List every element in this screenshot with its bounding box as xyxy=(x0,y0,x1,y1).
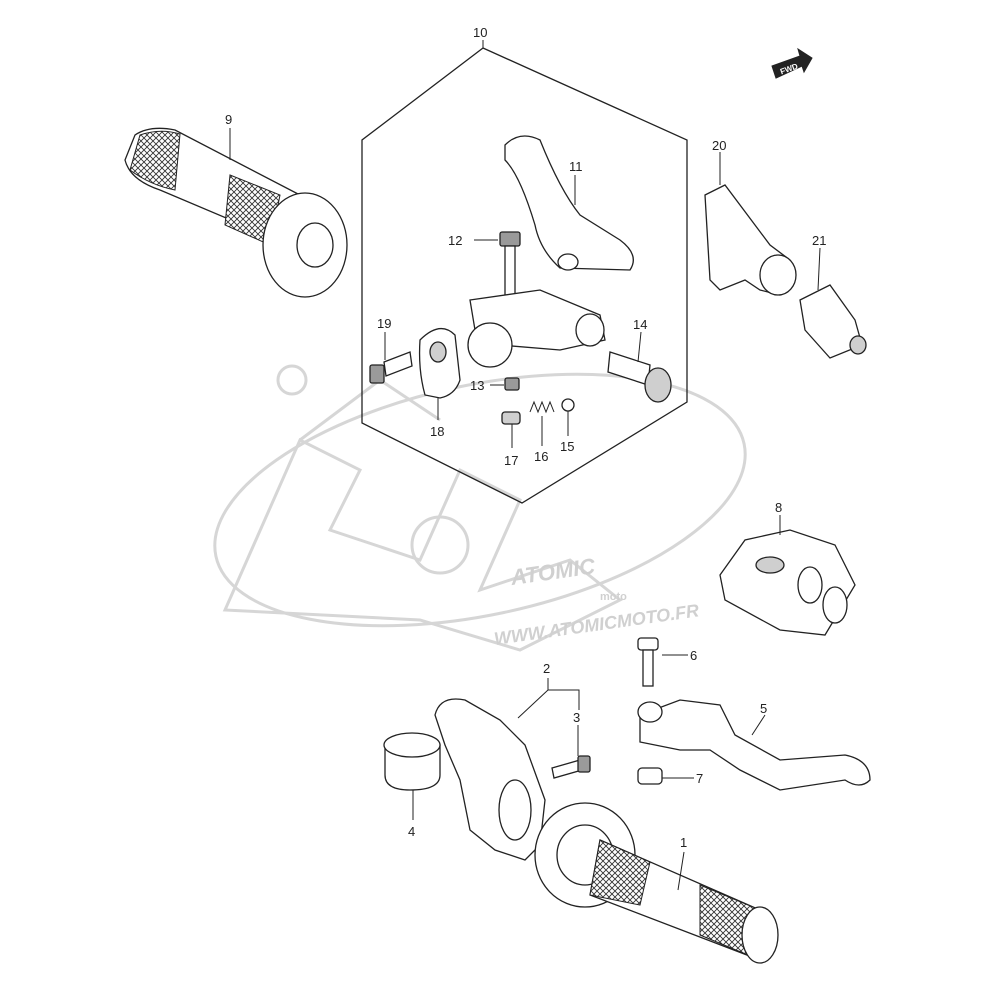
callout-2: 2 xyxy=(543,661,550,676)
watermark-brand: ATOMIC xyxy=(508,553,597,590)
part-5-lever xyxy=(637,699,871,791)
part-18-clamp xyxy=(418,328,461,399)
callout-7: 7 xyxy=(696,771,703,786)
part-3-screw xyxy=(551,755,591,779)
part-7-nut xyxy=(637,767,663,785)
part-20-boot xyxy=(704,184,797,296)
fwd-arrow-icon: FWD xyxy=(771,47,813,79)
callout-20: 20 xyxy=(712,138,726,153)
part-17-pin xyxy=(501,411,521,425)
callout-13: 13 xyxy=(470,378,484,393)
callout-21: 21 xyxy=(812,233,826,248)
part-15-ball xyxy=(561,398,575,412)
part-1-grip xyxy=(534,802,779,964)
part-19-bolt xyxy=(369,351,413,384)
callout-19: 19 xyxy=(377,316,391,331)
callout-9: 9 xyxy=(225,112,232,127)
callout-1: 1 xyxy=(680,835,687,850)
assembly-10-outline xyxy=(361,47,688,504)
part-13-nut xyxy=(504,377,520,391)
callout-5: 5 xyxy=(760,701,767,716)
callout-6: 6 xyxy=(690,648,697,663)
callout-17: 17 xyxy=(504,453,518,468)
part-2-housing xyxy=(434,698,546,861)
part-4-collar xyxy=(383,732,441,791)
callout-11: 11 xyxy=(569,159,583,174)
callouts: 1 2 3 4 5 6 7 8 9 10 11 12 13 14 15 16 1 xyxy=(225,25,826,891)
callout-8: 8 xyxy=(775,500,782,515)
part-8-cover xyxy=(719,529,856,636)
callout-14: 14 xyxy=(633,317,647,332)
callout-18: 18 xyxy=(430,424,444,439)
part-9-grip xyxy=(124,127,348,298)
watermark-sub: moto xyxy=(600,591,627,603)
part-16-spring xyxy=(529,400,555,414)
callout-15: 15 xyxy=(560,439,574,454)
callout-12: 12 xyxy=(448,233,462,248)
perch-body xyxy=(467,289,606,368)
callout-3: 3 xyxy=(573,710,580,725)
callout-16: 16 xyxy=(534,449,548,464)
callout-4: 4 xyxy=(408,824,415,839)
part-14-adjuster xyxy=(607,351,672,403)
callout-10: 10 xyxy=(473,25,487,40)
part-11-lever xyxy=(504,135,634,271)
part-12-bolt xyxy=(499,231,521,297)
part-21-adjuster xyxy=(799,284,867,359)
part-6-bolt xyxy=(637,637,659,687)
